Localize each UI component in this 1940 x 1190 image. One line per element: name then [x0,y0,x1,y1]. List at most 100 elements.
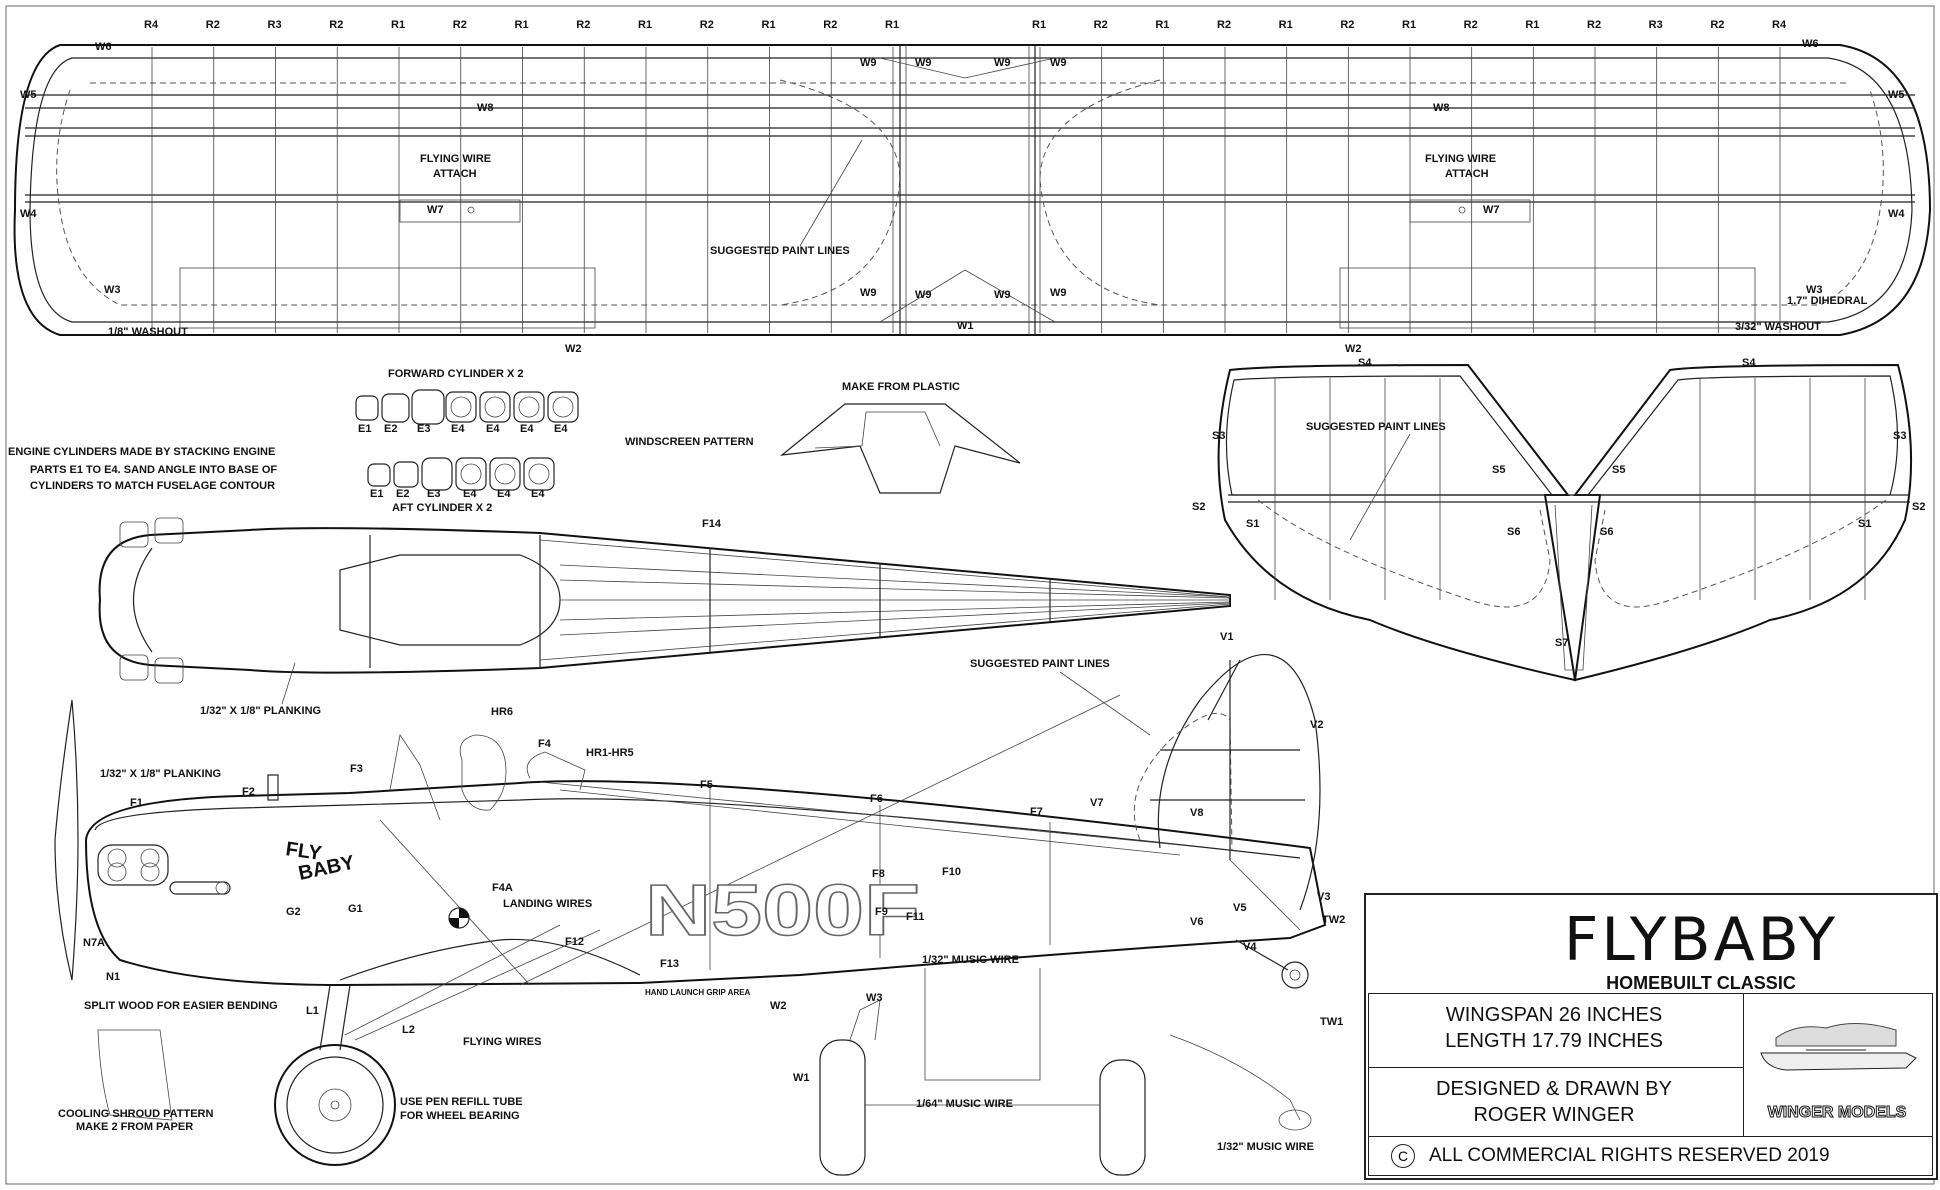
label-v6: V6 [1190,916,1203,928]
windscreen-make-from: MAKE FROM PLASTIC [842,381,960,393]
label-f11: F11 [906,911,924,923]
fly-text: FLY [284,838,323,865]
label-v5: V5 [1233,902,1246,914]
stab-rib-lines [1274,378,1866,600]
label-w6-right: W6 [1802,38,1819,50]
label-f1: F1 [130,797,143,809]
wing-rib-label: R3 [1649,19,1663,31]
label-w1: W1 [957,320,974,332]
w7-hole-left [467,206,475,214]
part-e4-aft-3: E4 [531,488,545,500]
washout-right-label: 3/32" WASHOUT [1735,321,1821,333]
part-e3-fwd: E3 [417,423,430,435]
label-w8-right: W8 [1433,102,1450,114]
label-w5-left: W5 [20,89,37,101]
part-e2-fwd: E2 [384,423,397,435]
propeller [54,699,79,981]
label-music-2: 1/64" MUSIC WIRE [916,1098,1013,1110]
label-f13: F13 [660,958,679,970]
wing-rib-label: R2 [1710,19,1724,31]
stab-s5-left: S5 [1492,464,1505,476]
label-w9-4: W9 [1050,57,1067,69]
tailwheel [1281,961,1309,989]
gear-strut-detail [849,999,881,1041]
label-w7-right: W7 [1483,204,1500,216]
stab-s1-right: S1 [1858,518,1871,530]
label-w3-right: W3 [1806,284,1823,296]
part-e1-fwd: E1 [358,423,371,435]
label-n7a: N7A [83,937,105,949]
flying-wire-attach-left-1: FLYING WIRE [420,153,491,165]
engine-note-2: PARTS E1 TO E4. SAND ANGLE INTO BASE OF [30,464,277,476]
rights-cell: C ALL COMMERCIAL RIGHTS RESERVED 2019 [1368,1136,1933,1176]
fuel-cap [267,774,279,801]
label-v2: V2 [1310,719,1323,731]
label-split-wood: SPLIT WOOD FOR EASIER BENDING [84,1000,278,1012]
part-e2-aft: E2 [396,488,409,500]
part-e4-fwd-3: E4 [520,423,534,435]
wing-rib-label: R4 [1772,19,1787,31]
label-g2: G2 [286,906,301,918]
windscreen-pattern [780,403,1021,494]
label-f2: F2 [242,786,255,798]
label-gear-w3: W3 [866,992,883,1004]
label-f10: F10 [942,866,961,878]
label-w9-5: W9 [860,287,877,299]
stab-s3-left: S3 [1212,430,1225,442]
wing-rib-label: R1 [1525,19,1539,31]
stab-paint-leader [1349,433,1411,541]
fuselage-top-view [98,517,1231,684]
label-f6: F6 [870,793,883,805]
plan-title: FLYBABY [1563,905,1839,975]
wing-paint-leader [799,139,863,247]
label-l2: L2 [402,1024,415,1036]
author-cell: DESIGNED & DRAWN BY ROGER WINGER [1368,1067,1744,1137]
registration-text: N500F [645,871,920,951]
label-f5: F5 [700,779,713,791]
sheet-border [5,5,1935,1185]
spec-cell: WINGSPAN 26 INCHES LENGTH 17.79 INCHES [1368,993,1744,1068]
stab-s3-right: S3 [1893,430,1906,442]
stab-paint-lines-label: SUGGESTED PAINT LINES [1306,421,1446,433]
label-tw2: TW2 [1322,914,1345,926]
label-f3: F3 [350,763,363,775]
planking-leader-top [281,662,296,705]
engine-cylinder-parts: FORWARD CYLINDER X 2 [355,368,579,491]
stab-s6-left: S6 [1507,526,1520,538]
wing-rib-label: R1 [515,19,529,31]
wire-loop [1278,1109,1312,1131]
label-music-3: 1/32" MUSIC WIRE [1217,1141,1314,1153]
label-hand-launch: HAND LAUNCH GRIP AREA [645,988,751,997]
label-v3: V3 [1317,891,1330,903]
label-v7: V7 [1090,797,1103,809]
main-wheel [274,1044,396,1166]
wing-plan [13,44,1932,336]
label-w9-1: W9 [860,57,877,69]
label-l1: L1 [306,1005,319,1017]
label-f7: F7 [1030,806,1043,818]
wing-rib-label: R2 [453,19,467,31]
label-w4-left: W4 [20,208,37,220]
label-shroud-2: MAKE 2 FROM PAPER [76,1121,193,1133]
part-e4-fwd-4: E4 [554,423,568,435]
wing-rib-label: R2 [1217,19,1231,31]
part-e4-aft-1: E4 [463,488,477,500]
logo-text: WINGER MODELS [1767,1104,1907,1122]
label-w5-right: W5 [1888,89,1905,101]
stab-s2-left: S2 [1192,501,1205,513]
label-music-1: 1/32" MUSIC WIRE [922,954,1019,966]
wing-rib-label: R1 [885,19,899,31]
wing-rib-label: R1 [1402,19,1416,31]
wing-rib-label: R2 [1340,19,1354,31]
wire-detail [1169,1034,1301,1121]
label-pen-1: USE PEN REFILL TUBE [400,1096,523,1108]
engine-cylinders-side [97,844,169,886]
part-e4-aft-2: E4 [497,488,511,500]
flying-wire-attach-left-2: ATTACH [433,168,477,180]
label-f4: F4 [538,738,552,750]
wing-rib-lines [151,47,1781,333]
fuselage-side-view [54,653,1327,1176]
label-w2-right: W2 [1345,343,1362,355]
rights-text: ALL COMMERCIAL RIGHTS RESERVED 2019 [1429,1145,1830,1166]
